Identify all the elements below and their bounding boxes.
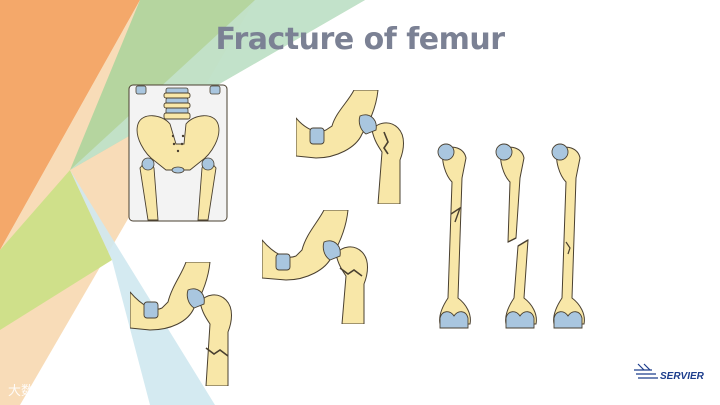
page-title: Fracture of femur (0, 22, 720, 57)
femoral-neck-fracture-upper (296, 90, 410, 204)
femur-shaft-fracture-displaced (488, 138, 546, 334)
servier-logo-text: SERVIER (660, 371, 704, 382)
femur-shaft-fracture-oblique (432, 138, 482, 334)
subtrochanteric-fracture-lower (130, 262, 236, 386)
femur-shaft-fracture-hairline (544, 138, 594, 334)
watermark: 大数据镜 (8, 380, 60, 399)
pelvis-overview (128, 84, 228, 224)
femoral-neck-fracture-middle (262, 210, 374, 324)
